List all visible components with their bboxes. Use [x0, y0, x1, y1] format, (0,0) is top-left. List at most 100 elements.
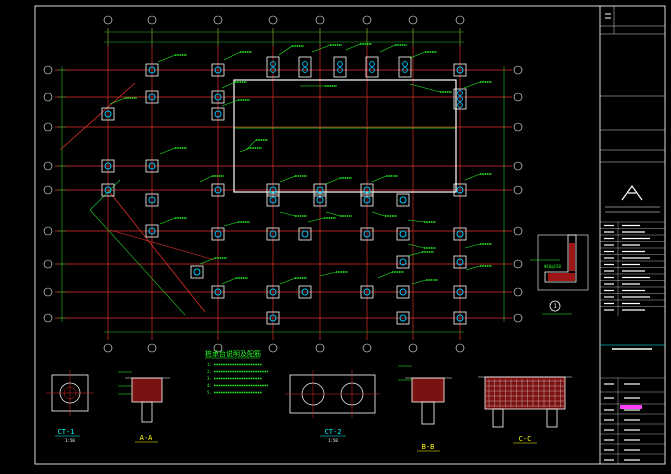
drawing-number-tag — [620, 405, 642, 409]
pile-cap — [298, 285, 312, 299]
pile — [270, 67, 276, 73]
pile-cap-outline — [266, 227, 280, 241]
axis-bubble-top — [103, 15, 113, 25]
axis-bubble-left — [43, 287, 53, 297]
pile-cap-outline — [101, 107, 115, 121]
pile-cap-outline — [101, 183, 115, 197]
pile-cap-outline — [211, 63, 225, 77]
axis-bubble-top — [408, 15, 418, 25]
pile — [269, 288, 277, 296]
pile — [456, 66, 464, 74]
beam-label-leader — [377, 271, 393, 279]
axis-bubble-top — [268, 15, 278, 25]
axis-bubble-left — [43, 185, 53, 195]
pile-cap-outline — [313, 193, 327, 207]
section-label-aa: A-A — [140, 434, 153, 442]
pile-cap-outline — [211, 90, 225, 104]
section-aa[interactable]: A-A — [118, 371, 170, 443]
pile-cap-outline — [298, 285, 312, 299]
pile-cap — [453, 311, 467, 325]
note-number: 4. — [207, 383, 212, 388]
pile-cap — [298, 56, 312, 78]
pile-cap — [453, 285, 467, 299]
pile — [337, 67, 343, 73]
beam-label-leader — [409, 83, 441, 93]
pile — [456, 230, 464, 238]
pile — [456, 186, 464, 194]
axis-bubble-right — [513, 185, 523, 195]
title-block-bottom-rows — [600, 377, 665, 464]
pile-cap-outline — [145, 63, 159, 77]
pile-cap — [266, 285, 280, 299]
pile — [457, 96, 463, 102]
pile — [302, 61, 308, 67]
pile-cap-outline — [453, 311, 467, 325]
pile — [316, 196, 324, 204]
pile-cap — [360, 193, 374, 207]
pile — [214, 110, 222, 118]
axis-bubble-bottom — [315, 343, 325, 353]
pile-cap — [313, 193, 327, 207]
pile — [148, 227, 156, 235]
pile-cap — [360, 285, 374, 299]
section-ct2[interactable]: CT-2 1:50 — [285, 370, 380, 443]
pile — [148, 93, 156, 101]
axis-bubble-right — [513, 161, 523, 171]
beam-label-leader — [223, 221, 239, 227]
beam-label-leader — [407, 243, 425, 249]
title-block-mid-rows — [600, 221, 665, 350]
pile — [148, 66, 156, 74]
pile-cap — [365, 56, 379, 78]
pile — [457, 102, 463, 108]
axis-bubble-top — [213, 15, 223, 25]
pile — [104, 186, 112, 194]
pile-cap — [190, 265, 204, 279]
pile-cap — [396, 311, 410, 325]
section-cc[interactable]: C-C — [478, 376, 572, 444]
pile — [214, 288, 222, 296]
section-ct1[interactable]: CT-1 1:50 — [46, 370, 94, 443]
pile-cap-outline — [453, 285, 467, 299]
pile-cap-outline — [360, 193, 374, 207]
pile-cap — [266, 56, 280, 78]
pile-cap — [211, 90, 225, 104]
beam-label-leader — [221, 81, 236, 89]
title-block[interactable] — [600, 6, 665, 464]
axis-bubble-bottom — [213, 343, 223, 353]
axis-bubble-top — [455, 15, 465, 25]
pile-cap — [211, 63, 225, 77]
pile-cap — [211, 183, 225, 197]
pile — [148, 162, 156, 170]
detail-node-1[interactable]: Ф16@150 1 — [530, 234, 589, 315]
pile-cap-outline — [211, 183, 225, 197]
pile-cap — [453, 227, 467, 241]
section-scale-ct1: 1:50 — [65, 438, 75, 443]
pile-cap-outline — [396, 193, 410, 207]
axis-bubble-bottom — [455, 343, 465, 353]
beam-label-leader — [319, 271, 337, 277]
pile-cap — [266, 227, 280, 241]
atrium-opening — [233, 79, 457, 193]
pile-cap — [211, 285, 225, 299]
beam-label-leader — [159, 147, 176, 155]
axis-bubble-bottom — [103, 343, 113, 353]
pile-cap-outline — [298, 227, 312, 241]
pile-cap — [211, 107, 225, 121]
pile-cap — [145, 193, 159, 207]
pile-cap-outline — [333, 56, 347, 78]
detail-circle-number: 1 — [553, 303, 557, 310]
section-bb[interactable]: B-B — [398, 365, 452, 452]
pile-cap-layer[interactable] — [101, 56, 467, 325]
pile-cap — [101, 107, 115, 121]
beam-label-leader — [245, 139, 257, 151]
axis-bubble-left — [43, 226, 53, 236]
beam-label-leader — [411, 279, 427, 285]
pile — [456, 258, 464, 266]
pile — [363, 288, 371, 296]
beam-label-leader — [199, 257, 216, 265]
notes-lines: 1.2.3.4.5. — [207, 362, 268, 395]
note-number: 5. — [207, 390, 212, 395]
beam-label-leader — [345, 43, 361, 51]
